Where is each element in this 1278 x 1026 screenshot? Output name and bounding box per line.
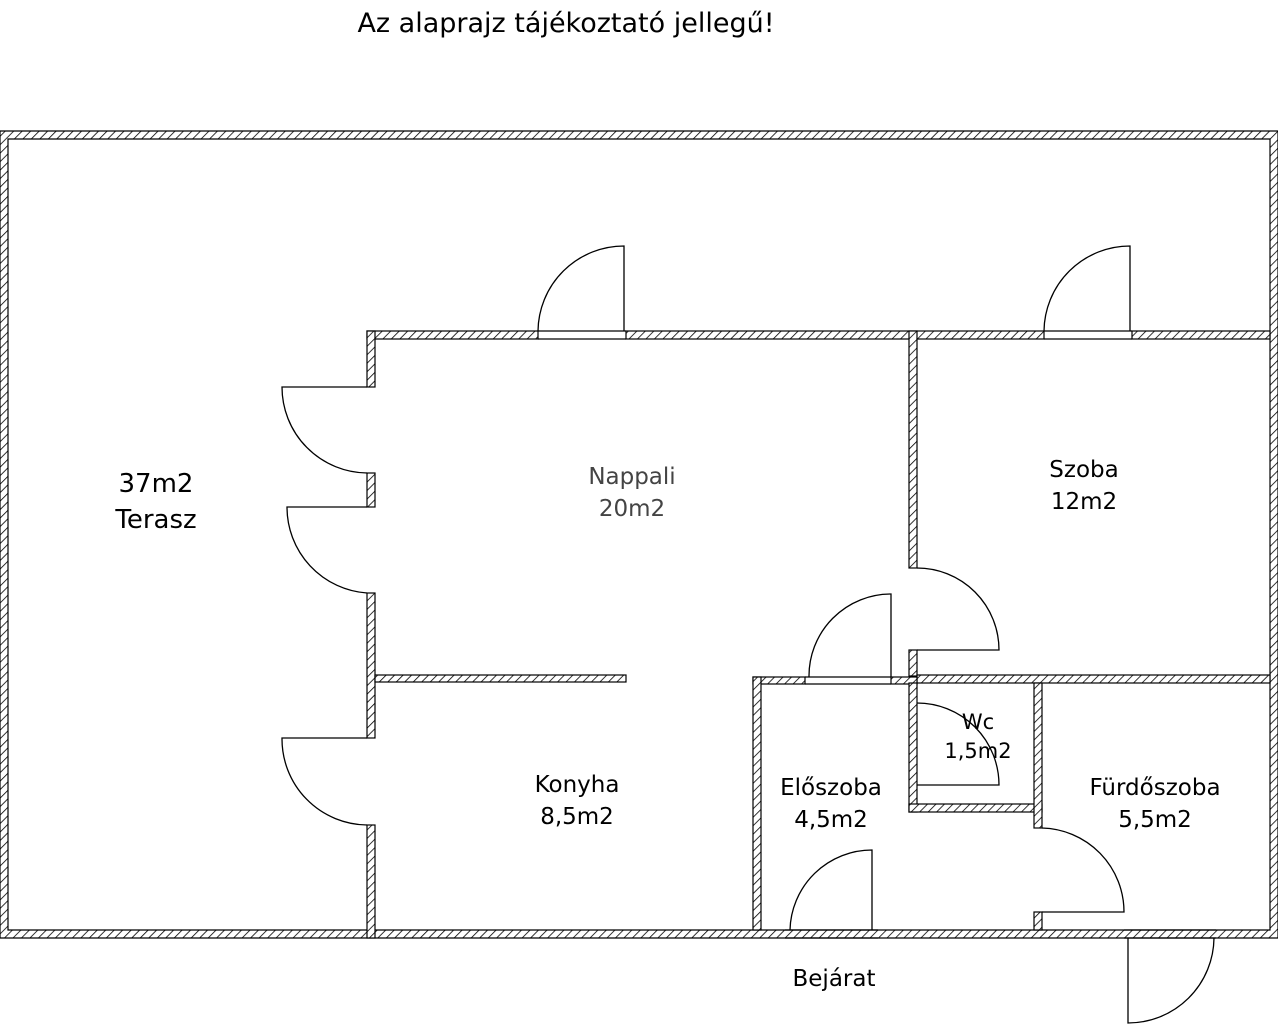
wall-szoba-bottom <box>916 674 1271 684</box>
wall-left-1 <box>366 330 376 388</box>
door-frames <box>538 330 1216 939</box>
wall-top-left <box>366 330 539 340</box>
wall-wc-left <box>908 682 918 813</box>
terasz-name: Terasz <box>114 505 196 535</box>
entrance-label: Bejárat <box>793 966 876 992</box>
eloszoba-name: Előszoba <box>780 775 882 801</box>
door-left-3 <box>281 737 368 826</box>
wall-eloszoba-top-right <box>890 676 918 685</box>
furdoszoba-area: 5,5m2 <box>1118 807 1192 833</box>
eloszoba-area: 4,5m2 <box>794 807 868 833</box>
wc-area: 1,5m2 <box>944 739 1011 763</box>
wall-top-middle <box>625 330 1045 340</box>
door-wc <box>916 702 1000 786</box>
konyha-area: 8,5m2 <box>540 804 614 830</box>
door-eloszoba-nappali <box>808 593 892 678</box>
doors <box>281 245 1215 1024</box>
door-furdoszoba <box>1041 827 1125 913</box>
wc-name: Wc <box>962 710 994 734</box>
nappali-area: 20m2 <box>599 496 665 522</box>
szoba-name: Szoba <box>1049 457 1118 483</box>
nappali-name: Nappali <box>588 464 675 490</box>
disclaimer-text: Az alaprajz tájékoztató jellegű! <box>357 8 774 39</box>
wall-top-right <box>1131 330 1271 340</box>
wall-left-4 <box>366 824 376 939</box>
wall-konyha-top <box>374 674 627 683</box>
door-left-1 <box>281 386 368 474</box>
wall-nappali-szoba <box>908 330 918 569</box>
wall-nappali-szoba-low <box>908 649 918 677</box>
door-szoba-terrace <box>1043 245 1131 332</box>
szoba-area: 12m2 <box>1051 489 1117 515</box>
wall-left-3 <box>366 592 376 739</box>
room-labels: 37m2 Terasz Nappali 20m2 Szoba 12m2 Kony… <box>114 457 1220 992</box>
door-exterior-bottom <box>1127 937 1215 1024</box>
door-entrance <box>789 849 873 931</box>
walls <box>366 330 1271 939</box>
door-left-2 <box>286 506 368 594</box>
door-szoba <box>916 567 1000 651</box>
konyha-name: Konyha <box>535 772 620 798</box>
door-nappali-terrace <box>537 245 625 332</box>
wall-left-2 <box>366 472 376 508</box>
terrace-outline <box>0 130 1278 939</box>
terasz-area: 37m2 <box>119 469 194 499</box>
wall-furdo-left-low <box>1033 911 1043 931</box>
wall-wc-bottom <box>908 803 1043 813</box>
wall-wc-right <box>1033 682 1043 829</box>
wall-eloszoba-left <box>752 676 762 931</box>
furdoszoba-name: Fürdőszoba <box>1089 775 1220 801</box>
